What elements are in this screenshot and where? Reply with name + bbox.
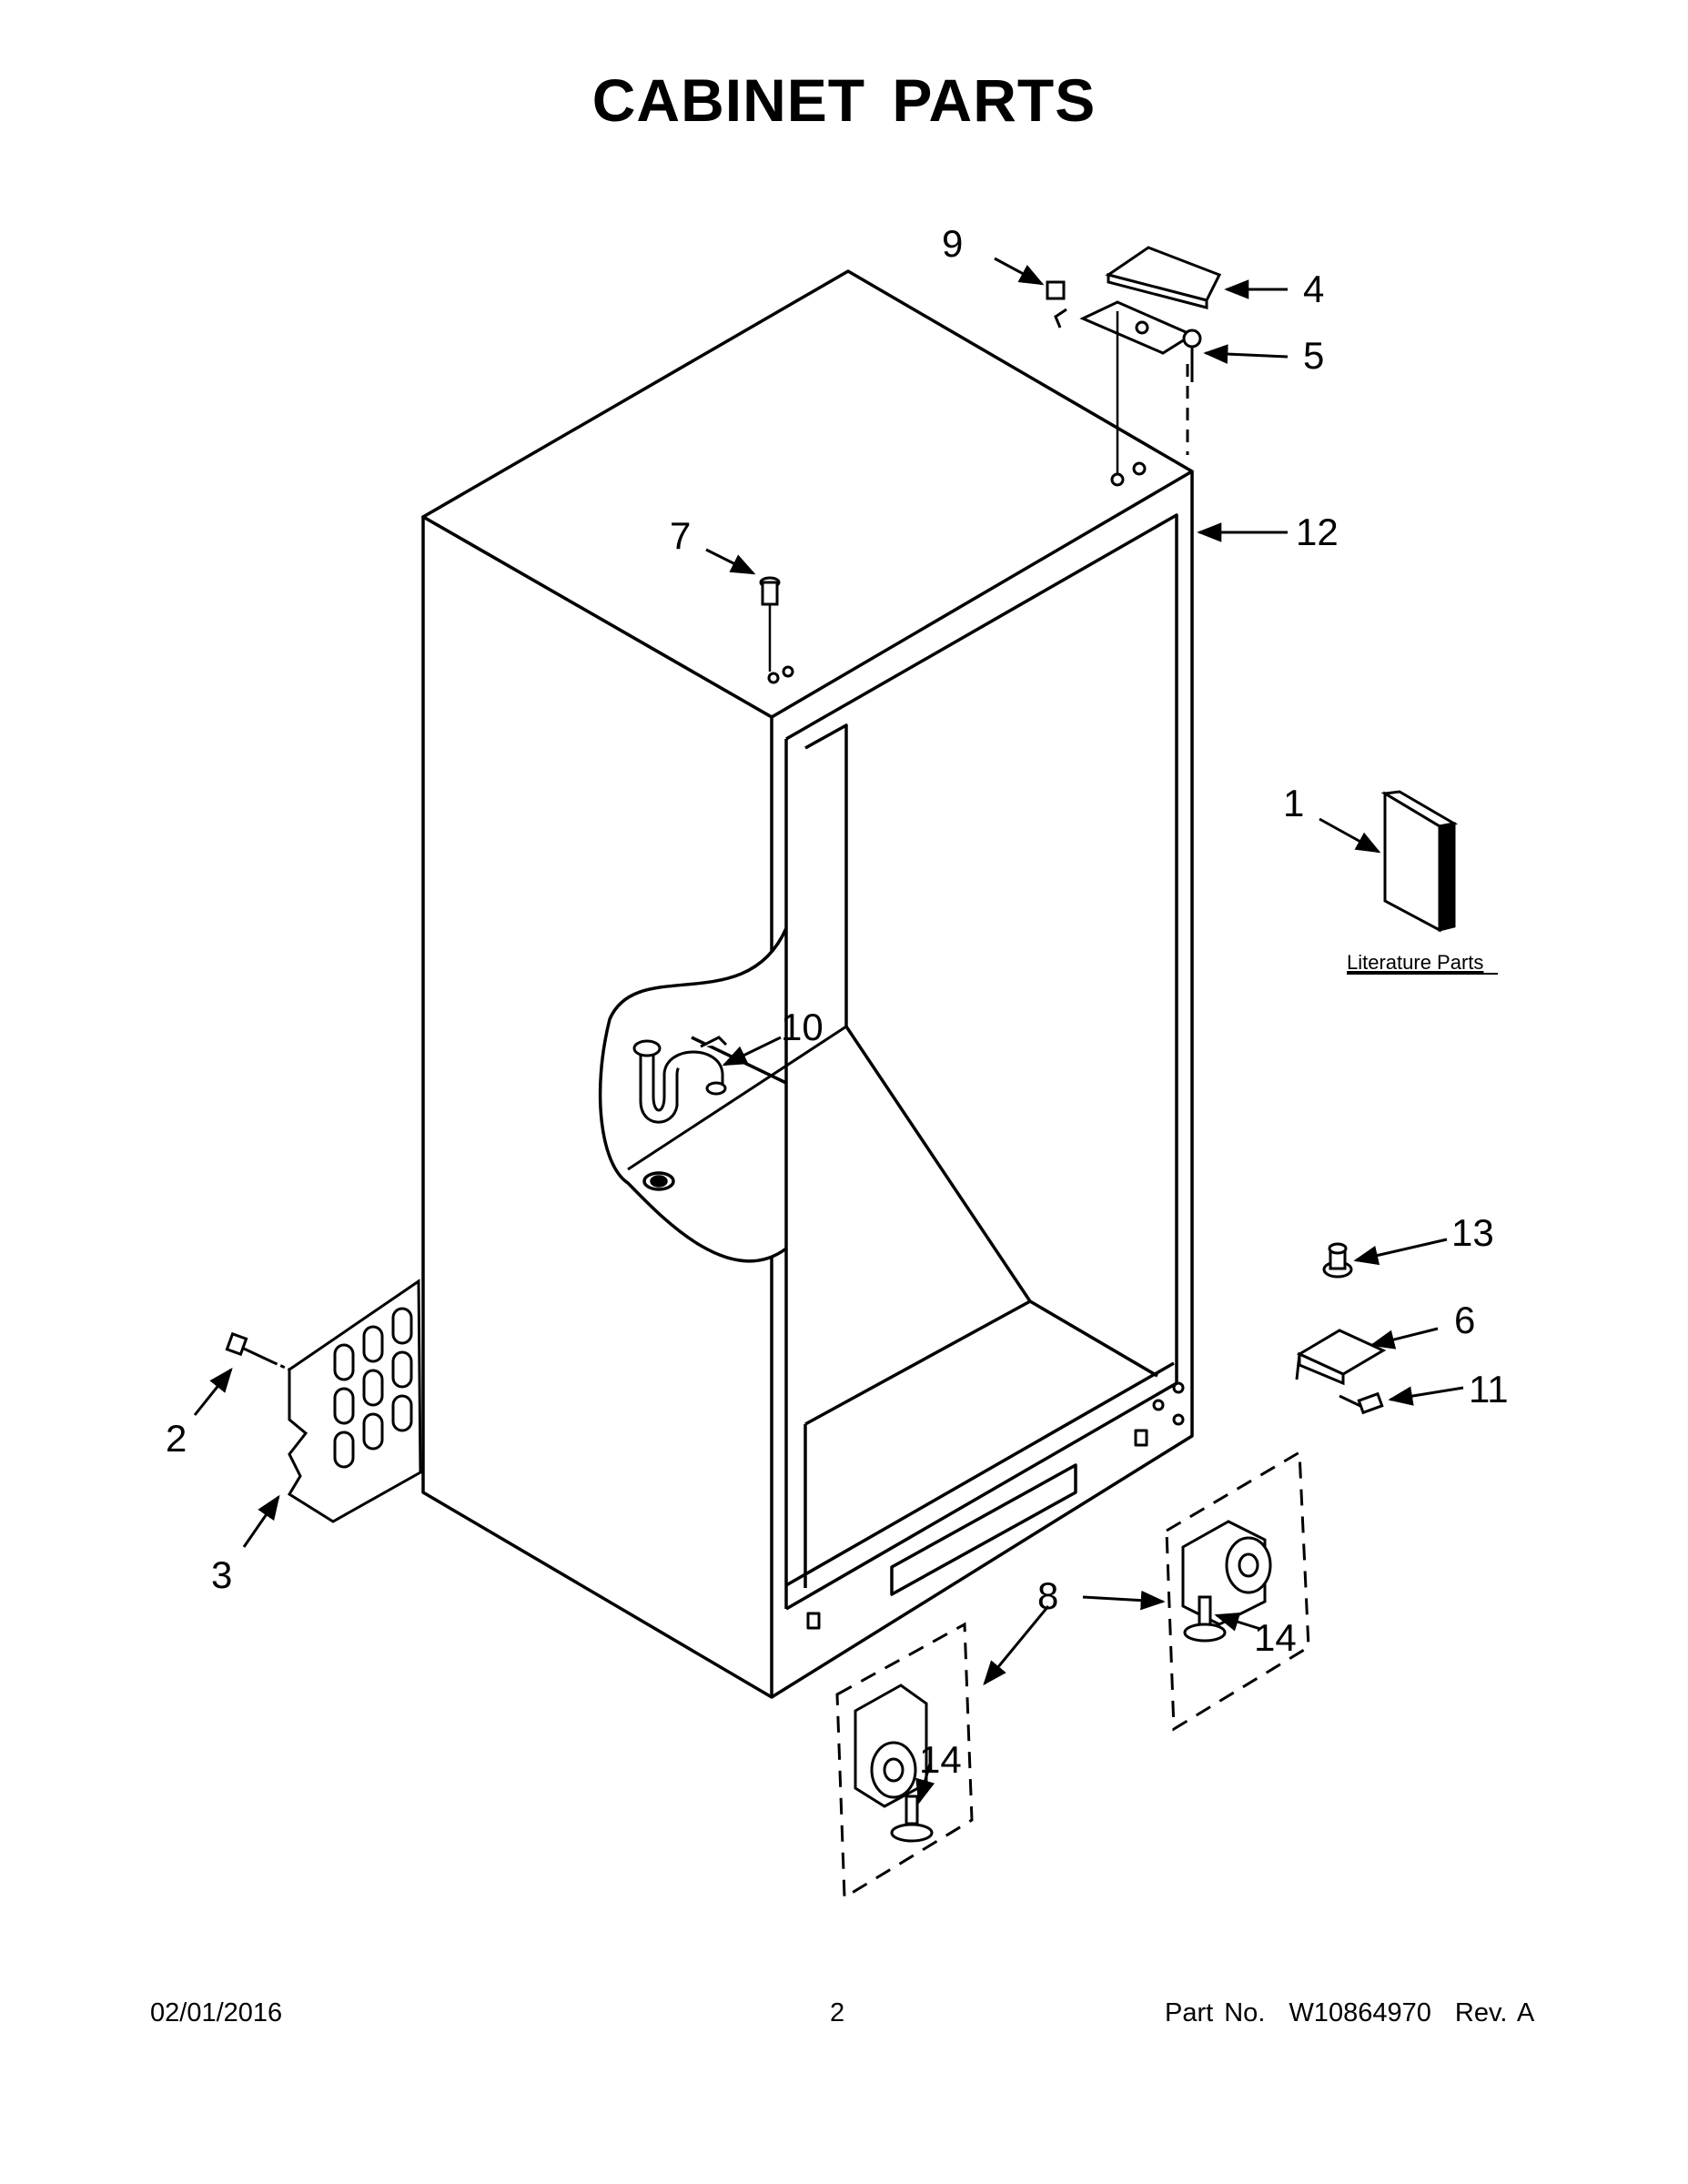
- leader-2: [193, 1367, 233, 1416]
- footer-date: 02/01/2016: [150, 1998, 283, 2027]
- callout-14b: 14: [1254, 1616, 1297, 1659]
- callout-13: 13: [1451, 1211, 1494, 1254]
- leader-8a: [983, 1605, 1050, 1686]
- top-hinge-parts: [1046, 246, 1222, 473]
- callout-5: 5: [1303, 334, 1324, 377]
- callout-3: 3: [211, 1553, 232, 1596]
- callout-4: 4: [1303, 268, 1324, 310]
- footer-part-info: Part No. W10864970 Rev. A: [1165, 1998, 1547, 2028]
- literature-parts-label: Literature Parts: [1347, 951, 1483, 974]
- page-title: CABINET PARTS: [591, 66, 1097, 134]
- drain-fitting-part: [632, 1036, 728, 1124]
- callout-7: 7: [670, 514, 691, 557]
- caster-assembly-left: [835, 1622, 974, 1900]
- leader-3: [242, 1494, 280, 1548]
- callout-labels: 1 2 3 4 5 6 7 8 9 10 11 12 13 14 14 Lite…: [166, 222, 1509, 1781]
- leader-5: [1203, 344, 1289, 364]
- literature-booklet: [1380, 790, 1459, 933]
- callout-6: 6: [1454, 1299, 1475, 1341]
- leader-14a: [915, 1763, 935, 1805]
- leader-arrows: [193, 257, 1464, 1805]
- footer-part-number: W10864970: [1289, 1998, 1431, 2027]
- condenser-grille: [287, 1279, 422, 1523]
- pin-part-7: [759, 576, 781, 672]
- leader-6: [1370, 1327, 1439, 1350]
- footer-part-label: Part No.: [1165, 1998, 1266, 2027]
- callout-9: 9: [942, 222, 963, 265]
- cabinet-drawing: [421, 269, 1194, 1699]
- callout-14a: 14: [919, 1738, 962, 1781]
- caster-assembly-right: [1165, 1450, 1310, 1732]
- leader-10: [722, 1036, 782, 1067]
- bracket-parts: [1295, 1242, 1387, 1415]
- callout-1: 1: [1283, 782, 1304, 824]
- footer-page-number: 2: [830, 1998, 845, 2027]
- leader-11: [1388, 1386, 1464, 1406]
- leader-8b: [1082, 1590, 1166, 1611]
- callout-11: 11: [1469, 1368, 1509, 1410]
- leader-14b: [1214, 1612, 1261, 1632]
- callout-8: 8: [1037, 1574, 1058, 1617]
- callout-10: 10: [781, 1006, 824, 1048]
- leader-1: [1319, 817, 1381, 854]
- leader-7: [705, 548, 756, 575]
- callout-12: 12: [1296, 511, 1339, 553]
- screw-part-2: [225, 1331, 290, 1371]
- leader-9: [994, 257, 1045, 286]
- leader-13: [1353, 1238, 1448, 1266]
- callout-2: 2: [166, 1417, 187, 1460]
- footer-revision: Rev. A: [1454, 1998, 1535, 2027]
